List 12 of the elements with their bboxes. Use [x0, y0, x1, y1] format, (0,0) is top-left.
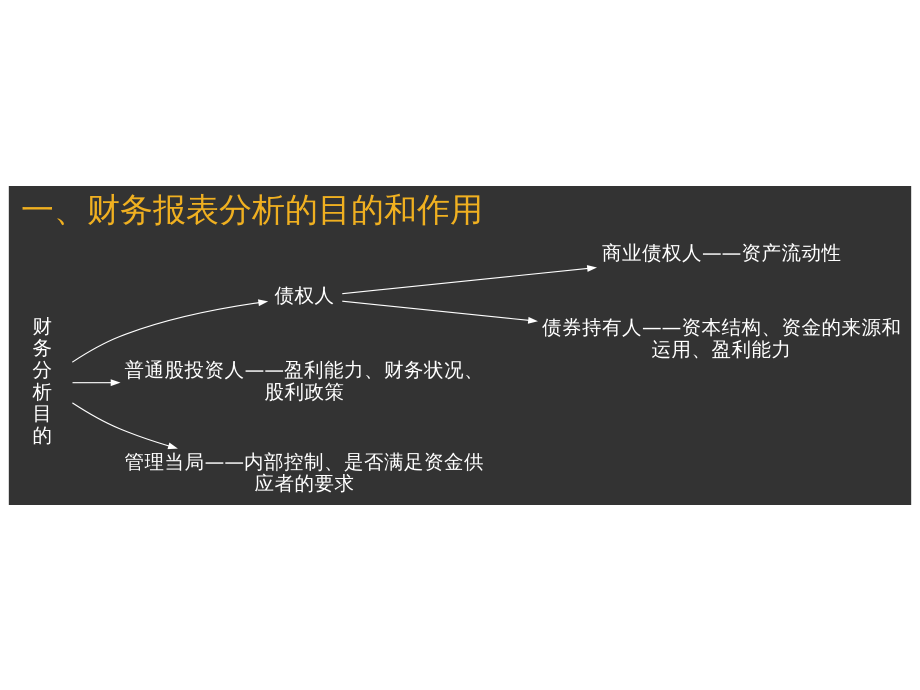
node-text: 管理当局——内部控制、是否满足资金供应者的要求 [124, 450, 484, 495]
arrow [72, 298, 268, 362]
node-text: 债权人 [274, 284, 334, 307]
arrow [72, 378, 121, 386]
arrow [72, 402, 178, 449]
diagram-title: 一、财务报表分析的目的和作用 [20, 190, 483, 228]
node-text: 财务分析目的 [32, 314, 53, 447]
arrow [342, 300, 538, 324]
node-text: 普通股投资人——盈利能力、财务状况、股利政策 [124, 358, 484, 403]
node-text: 商业债权人——资产流动性 [602, 241, 842, 264]
arrow [342, 264, 598, 294]
node-text: 债券持有人——资本结构、资金的来源和运用、盈利能力 [542, 315, 902, 360]
